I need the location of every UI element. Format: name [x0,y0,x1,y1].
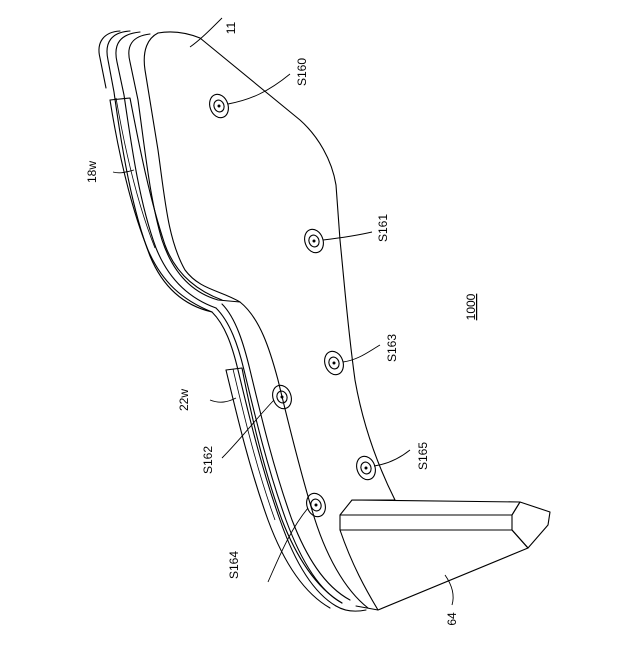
label-s165: S165 [416,442,430,470]
screw-s162 [269,383,294,412]
label-s164: S164 [227,551,241,579]
screw-s165 [353,454,378,483]
screw-s161 [301,227,326,256]
screw-s160 [206,92,231,121]
label-s163: S163 [385,334,399,362]
label-part-18w: 18w [85,161,99,183]
label-s161: S161 [376,214,390,242]
screw-s163 [321,349,346,378]
label-part-64: 64 [445,612,459,626]
label-assembly-1000: 1000 [464,293,478,320]
label-part-22w: 22w [177,389,191,411]
block-64 [340,500,550,610]
label-s160: S160 [295,58,309,86]
label-part-11: 11 [224,21,238,34]
label-s162: S162 [201,446,215,474]
labels: 11 S160 S161 S162 S163 S164 S165 18w 22w… [85,21,478,625]
housing-body [99,31,395,611]
